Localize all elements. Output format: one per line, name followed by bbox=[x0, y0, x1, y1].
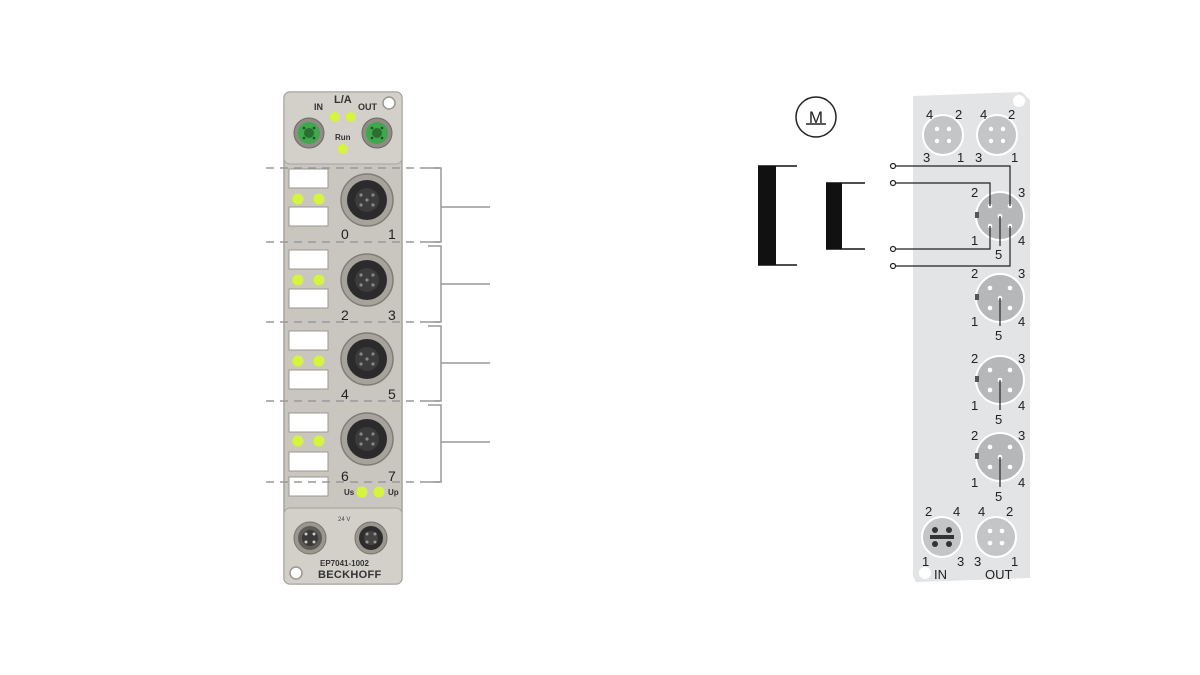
m12-0-pin-4: 4 bbox=[1018, 233, 1025, 248]
led-channel-6 bbox=[292, 435, 304, 447]
led-channel-5 bbox=[313, 355, 325, 367]
m12-0-pin-3: 3 bbox=[1018, 185, 1025, 200]
schematic-m12-socket-1: 2 3 1 4 5 bbox=[971, 266, 1025, 343]
channel-number-5: 5 bbox=[388, 386, 396, 402]
stepper-winding-1 bbox=[758, 165, 797, 266]
power-out-label: OUT bbox=[985, 567, 1013, 582]
m12-socket-2[interactable] bbox=[340, 332, 394, 386]
schematic-power-out: 4 2 3 1 OUT bbox=[974, 504, 1018, 582]
led-channel-1 bbox=[313, 193, 325, 205]
schematic-ethercat-in-pin-3: 3 bbox=[923, 150, 930, 165]
led-channel-3 bbox=[313, 274, 325, 286]
m12-0-pin-2: 2 bbox=[971, 185, 978, 200]
led-channel-7 bbox=[313, 435, 325, 447]
m12-1-pin-2: 2 bbox=[971, 266, 978, 281]
channel-block-2-3: 2 3 bbox=[288, 249, 396, 323]
mounting-hole-bottom bbox=[289, 566, 303, 580]
label-us: Us bbox=[344, 488, 355, 497]
label-up: Up bbox=[388, 488, 399, 497]
m12-3-pin-4: 4 bbox=[1018, 475, 1025, 490]
m12-2-pin-4: 4 bbox=[1018, 398, 1025, 413]
m12-socket-3[interactable] bbox=[340, 412, 394, 466]
schematic-ethercat-out-pin-1: 1 bbox=[1011, 150, 1018, 165]
motor-wiring bbox=[889, 162, 1011, 270]
motor-symbol-label: M bbox=[809, 108, 823, 127]
motor-symbol: M bbox=[795, 96, 837, 138]
led-channel-0 bbox=[292, 193, 304, 205]
schematic-m12-socket-0: 2 3 1 4 5 bbox=[971, 185, 1025, 262]
channel-number-2: 2 bbox=[341, 307, 349, 323]
model-number: EP7041-1002 bbox=[320, 559, 369, 568]
led-up bbox=[373, 486, 385, 498]
m12-0-pin-5: 5 bbox=[995, 247, 1002, 262]
m12-3-pin-3: 3 bbox=[1018, 428, 1025, 443]
label-la: L/A bbox=[334, 94, 352, 106]
m12-2-pin-5: 5 bbox=[995, 412, 1002, 427]
ethercat-in-port[interactable] bbox=[293, 117, 325, 149]
io-module: IN L/A OUT Run bbox=[283, 91, 403, 585]
power-in-label: IN bbox=[934, 567, 947, 582]
channel-block-4-5: 4 5 bbox=[288, 330, 396, 402]
channel-block-0-1: 0 1 bbox=[288, 168, 396, 242]
schematic-ethercat-out-pin-4: 4 bbox=[980, 107, 987, 122]
channel-number-1: 1 bbox=[388, 226, 396, 242]
label-out: OUT bbox=[358, 102, 378, 112]
m12-3-pin-5: 5 bbox=[995, 489, 1002, 504]
led-link-out bbox=[346, 112, 356, 122]
m12-1-pin-3: 3 bbox=[1018, 266, 1025, 281]
schematic-ethercat-in-pin-2: 2 bbox=[955, 107, 962, 122]
schematic-ethercat-out-pin-3: 3 bbox=[975, 150, 982, 165]
power-in-pin-4: 4 bbox=[953, 504, 960, 519]
schematic-ethercat-out: 4 2 3 1 bbox=[975, 107, 1018, 165]
power-out-pin-1: 1 bbox=[1011, 554, 1018, 569]
m12-socket-1[interactable] bbox=[340, 253, 394, 307]
brand-logo: BECKHOFF bbox=[318, 569, 382, 581]
ethercat-out-port[interactable] bbox=[361, 117, 393, 149]
led-channel-4 bbox=[292, 355, 304, 367]
led-us bbox=[356, 486, 368, 498]
schematic-ethercat-out-pin-2: 2 bbox=[1008, 107, 1015, 122]
m12-3-pin-1: 1 bbox=[971, 475, 978, 490]
m12-2-pin-2: 2 bbox=[971, 351, 978, 366]
channel-number-7: 7 bbox=[388, 468, 396, 484]
label-24v: 24 V bbox=[338, 517, 350, 523]
led-channel-2 bbox=[292, 274, 304, 286]
power-out-pin-3: 3 bbox=[974, 554, 981, 569]
label-in: IN bbox=[314, 102, 323, 112]
power-in-pin-2: 2 bbox=[925, 504, 932, 519]
m12-0-pin-1: 1 bbox=[971, 233, 978, 248]
schematic-power-in: 2 4 1 3 IN bbox=[921, 504, 964, 582]
power-out-pin-4: 4 bbox=[978, 504, 985, 519]
schematic-m12-socket-2: 2 3 1 4 5 bbox=[971, 351, 1025, 427]
m12-1-pin-5: 5 bbox=[995, 328, 1002, 343]
m12-1-pin-1: 1 bbox=[971, 314, 978, 329]
schematic-ethercat-in-pin-1: 1 bbox=[957, 150, 964, 165]
channel-number-3: 3 bbox=[388, 307, 396, 323]
led-run bbox=[338, 144, 348, 154]
m12-2-pin-3: 3 bbox=[1018, 351, 1025, 366]
m12-socket-0[interactable] bbox=[340, 173, 394, 227]
schematic-ethercat-in: 4 2 3 1 bbox=[922, 107, 964, 165]
label-run: Run bbox=[335, 133, 351, 142]
channel-number-6: 6 bbox=[341, 468, 349, 484]
power-out-pin-2: 2 bbox=[1006, 504, 1013, 519]
power-in-connector[interactable] bbox=[293, 521, 327, 555]
mounting-hole-top bbox=[382, 96, 396, 110]
schematic-m12-socket-3: 2 3 1 4 5 bbox=[971, 428, 1025, 504]
channel-boundary-lines bbox=[266, 167, 440, 483]
m12-3-pin-2: 2 bbox=[971, 428, 978, 443]
stepper-winding-2 bbox=[826, 182, 865, 250]
power-in-pin-3: 3 bbox=[957, 554, 964, 569]
m12-1-pin-4: 4 bbox=[1018, 314, 1025, 329]
channel-number-0: 0 bbox=[341, 226, 349, 242]
power-in-pin-1: 1 bbox=[922, 554, 929, 569]
schematic-ethercat-in-pin-4: 4 bbox=[926, 107, 933, 122]
channel-block-6-7: 6 7 bbox=[288, 412, 396, 497]
channel-number-4: 4 bbox=[341, 386, 349, 402]
m12-2-pin-1: 1 bbox=[971, 398, 978, 413]
led-link-in bbox=[330, 112, 340, 122]
power-out-connector[interactable] bbox=[354, 521, 388, 555]
channel-brackets bbox=[428, 167, 490, 483]
